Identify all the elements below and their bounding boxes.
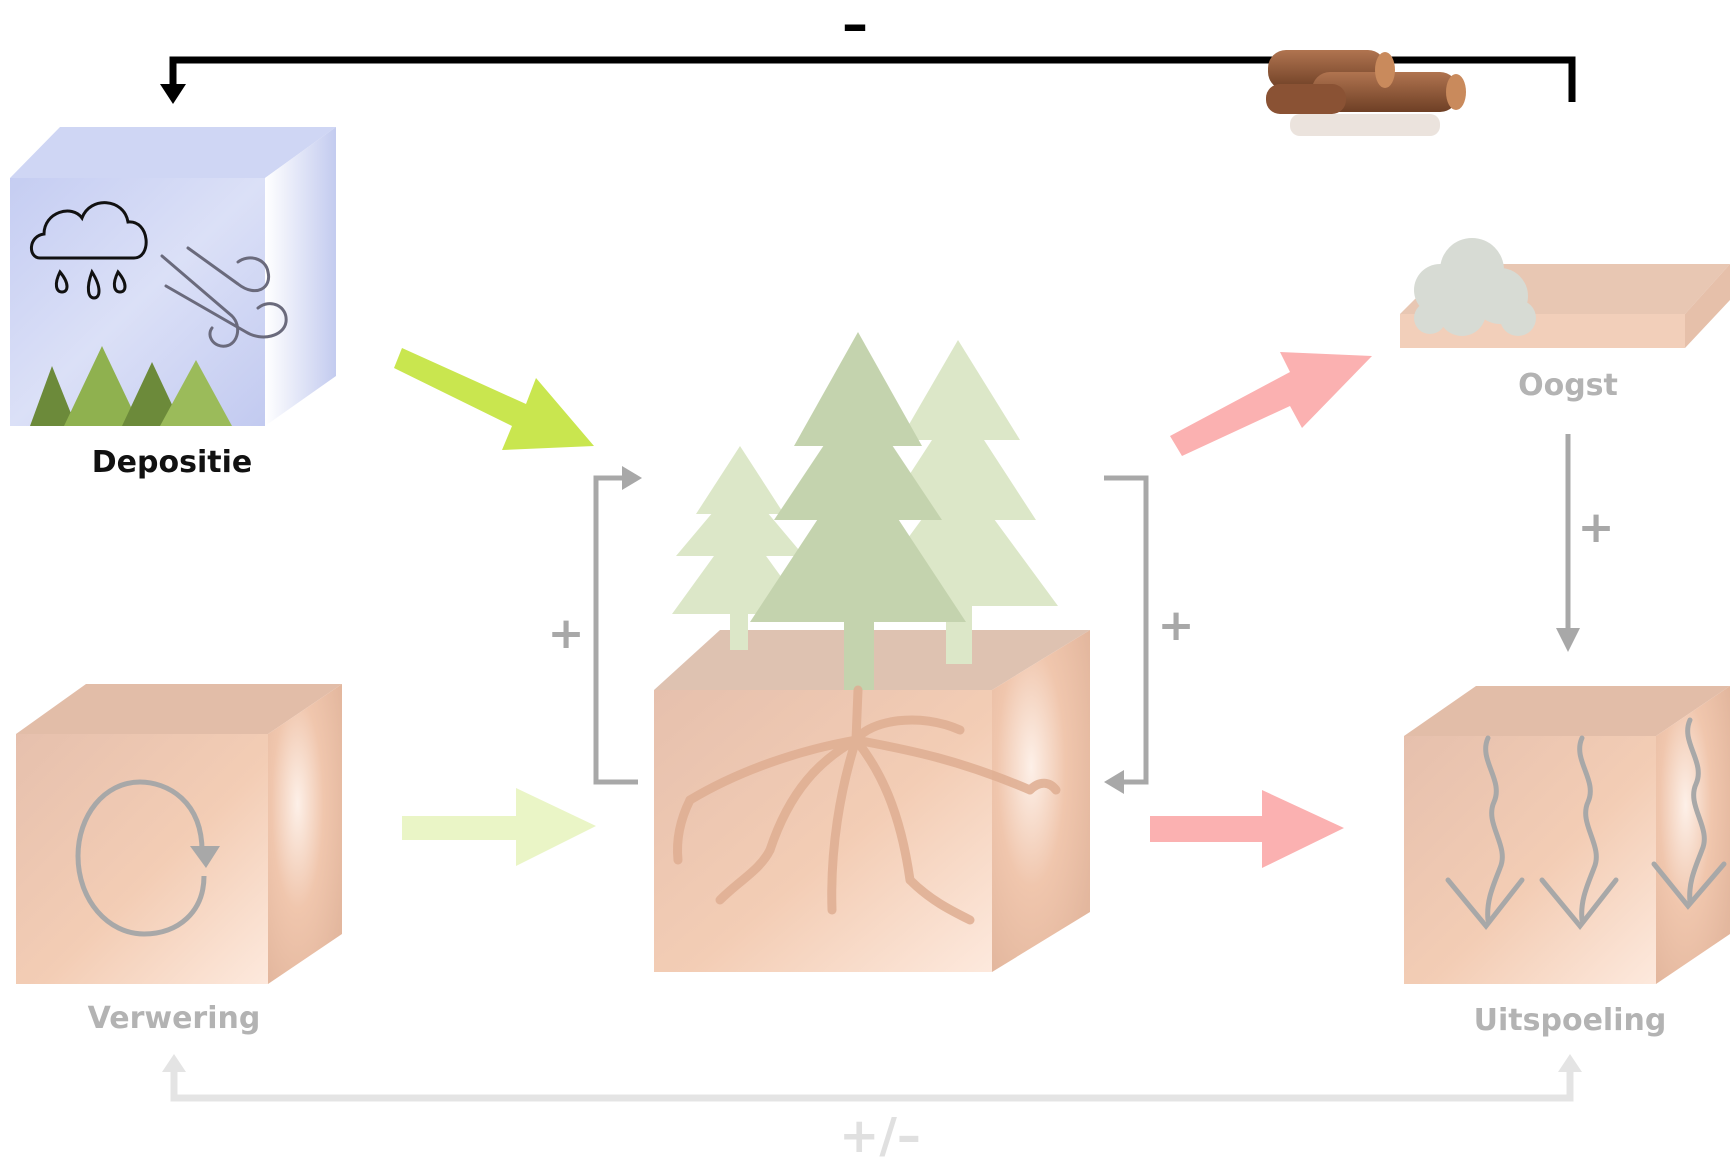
deposition-label: Depositie bbox=[92, 445, 252, 480]
bottom-feedback-sign: +/– bbox=[839, 1108, 921, 1164]
left-feedback-sign: + bbox=[548, 608, 585, 659]
forest-icon bbox=[30, 346, 232, 426]
harvest-to-leaching-sign: + bbox=[1578, 502, 1615, 553]
wind-icon bbox=[160, 246, 288, 348]
leaching-arrows-icon bbox=[1445, 717, 1727, 930]
left-feedback-arrow bbox=[593, 466, 642, 785]
cycle-icon bbox=[75, 779, 220, 937]
leaching-cube bbox=[1404, 686, 1730, 984]
roots-icon bbox=[673, 685, 1061, 925]
deposition-input-arrow bbox=[394, 348, 594, 450]
weathering-label: Verwering bbox=[88, 1001, 261, 1036]
shrub-icon bbox=[1414, 238, 1536, 336]
top-feedback-arrow bbox=[160, 56, 1576, 104]
logs-icon bbox=[1266, 50, 1466, 136]
right-feedback-sign: + bbox=[1158, 600, 1195, 651]
cloud-rain-icon bbox=[30, 201, 148, 300]
weathering-input-arrow bbox=[402, 788, 596, 866]
bottom-feedback-arrow bbox=[162, 1054, 1582, 1102]
top-feedback-sign: – bbox=[842, 0, 868, 55]
harvest-label: Oogst bbox=[1518, 368, 1618, 403]
leaching-label: Uitspoeling bbox=[1474, 1003, 1667, 1038]
harvest-output-arrow bbox=[1170, 352, 1372, 456]
harvest-to-leaching-arrow bbox=[1556, 434, 1580, 652]
weathering-cube bbox=[16, 684, 342, 984]
right-feedback-arrow bbox=[1104, 475, 1149, 794]
leaching-output-arrow bbox=[1150, 790, 1344, 868]
tree-icon bbox=[672, 332, 1058, 690]
